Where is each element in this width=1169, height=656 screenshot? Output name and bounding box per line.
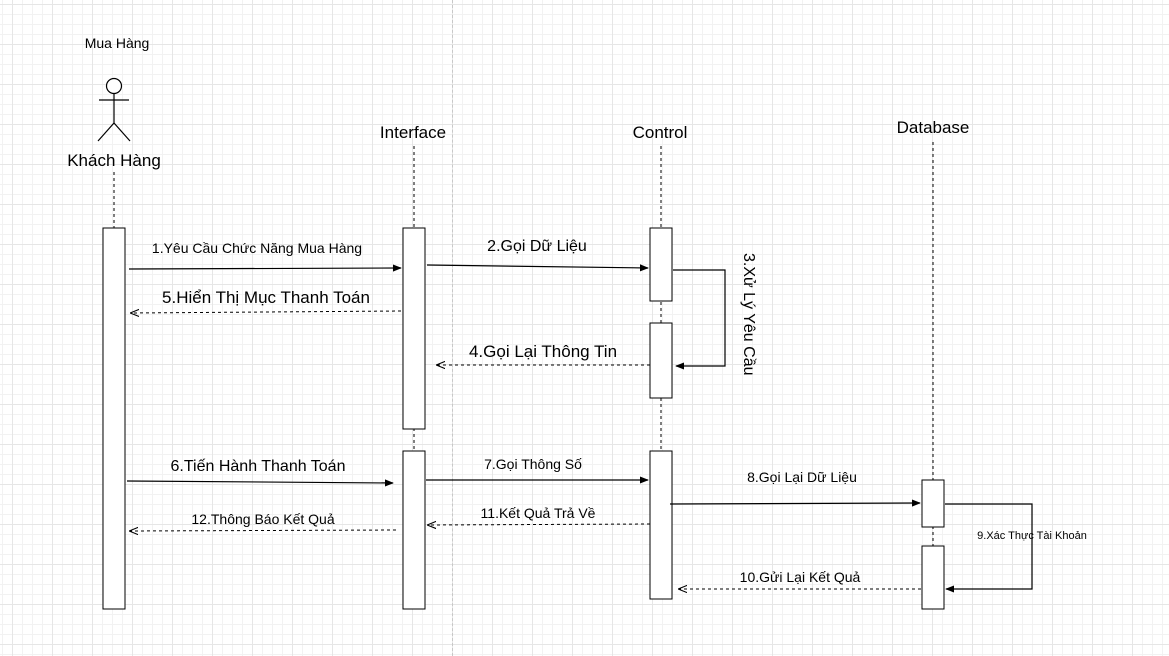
activation-interface-1[interactable] <box>402 227 426 430</box>
activation-control-2[interactable] <box>649 322 673 399</box>
activation-interface-2[interactable] <box>402 450 426 610</box>
system-label: Mua Hàng <box>85 35 150 51</box>
message-7-label: 7.Gọi Thông Số <box>484 456 582 472</box>
message-1-label: 1.Yêu Cầu Chức Năng Mua Hàng <box>152 240 362 256</box>
activation-database-2[interactable] <box>921 545 945 610</box>
activation-actor[interactable] <box>102 227 126 610</box>
participant-interface-label: Interface <box>380 123 446 142</box>
message-3-arrow[interactable] <box>673 269 726 370</box>
message-4-label: 4.Gọi Lại Thông Tin <box>469 342 617 361</box>
participant-control-label: Control <box>633 123 688 142</box>
message-1-arrow[interactable] <box>128 264 402 272</box>
message-3-label: 3.Xử Lý Yêu Cầu <box>740 253 757 376</box>
message-11-arrow[interactable] <box>428 524 651 525</box>
message-8-arrow[interactable] <box>669 499 921 507</box>
page-divider <box>452 0 453 656</box>
message-12-label: 12.Thông Báo Kết Quả <box>191 511 334 527</box>
message-6-label: 6.Tiến Hành Thanh Toán <box>171 458 346 475</box>
message-8-label: 8.Gọi Lại Dữ Liệu <box>747 469 857 485</box>
activation-control-1[interactable] <box>649 227 673 302</box>
actor-icon[interactable] <box>97 77 131 142</box>
message-10-label: 10.Gửi Lại Kết Quả <box>740 569 861 585</box>
message-11-label: 11.Kết Quả Trả Về <box>481 505 596 521</box>
activation-control-3[interactable] <box>649 450 673 600</box>
participant-database-label: Database <box>897 118 970 137</box>
message-9-arrow[interactable] <box>945 503 1033 593</box>
message-2-arrow[interactable] <box>426 264 649 272</box>
message-2-label: 2.Gọi Dữ Liệu <box>487 238 587 255</box>
message-5-label: 5.Hiển Thị Mục Thanh Toán <box>162 288 370 307</box>
participant-actor-label: Khách Hàng <box>67 151 161 170</box>
message-12-arrow[interactable] <box>130 530 397 531</box>
message-5-arrow[interactable] <box>131 311 402 313</box>
message-6-arrow[interactable] <box>126 479 394 487</box>
activation-database-1[interactable] <box>921 479 945 528</box>
message-9-label: 9.Xác Thực Tài Khoản <box>977 530 1087 542</box>
